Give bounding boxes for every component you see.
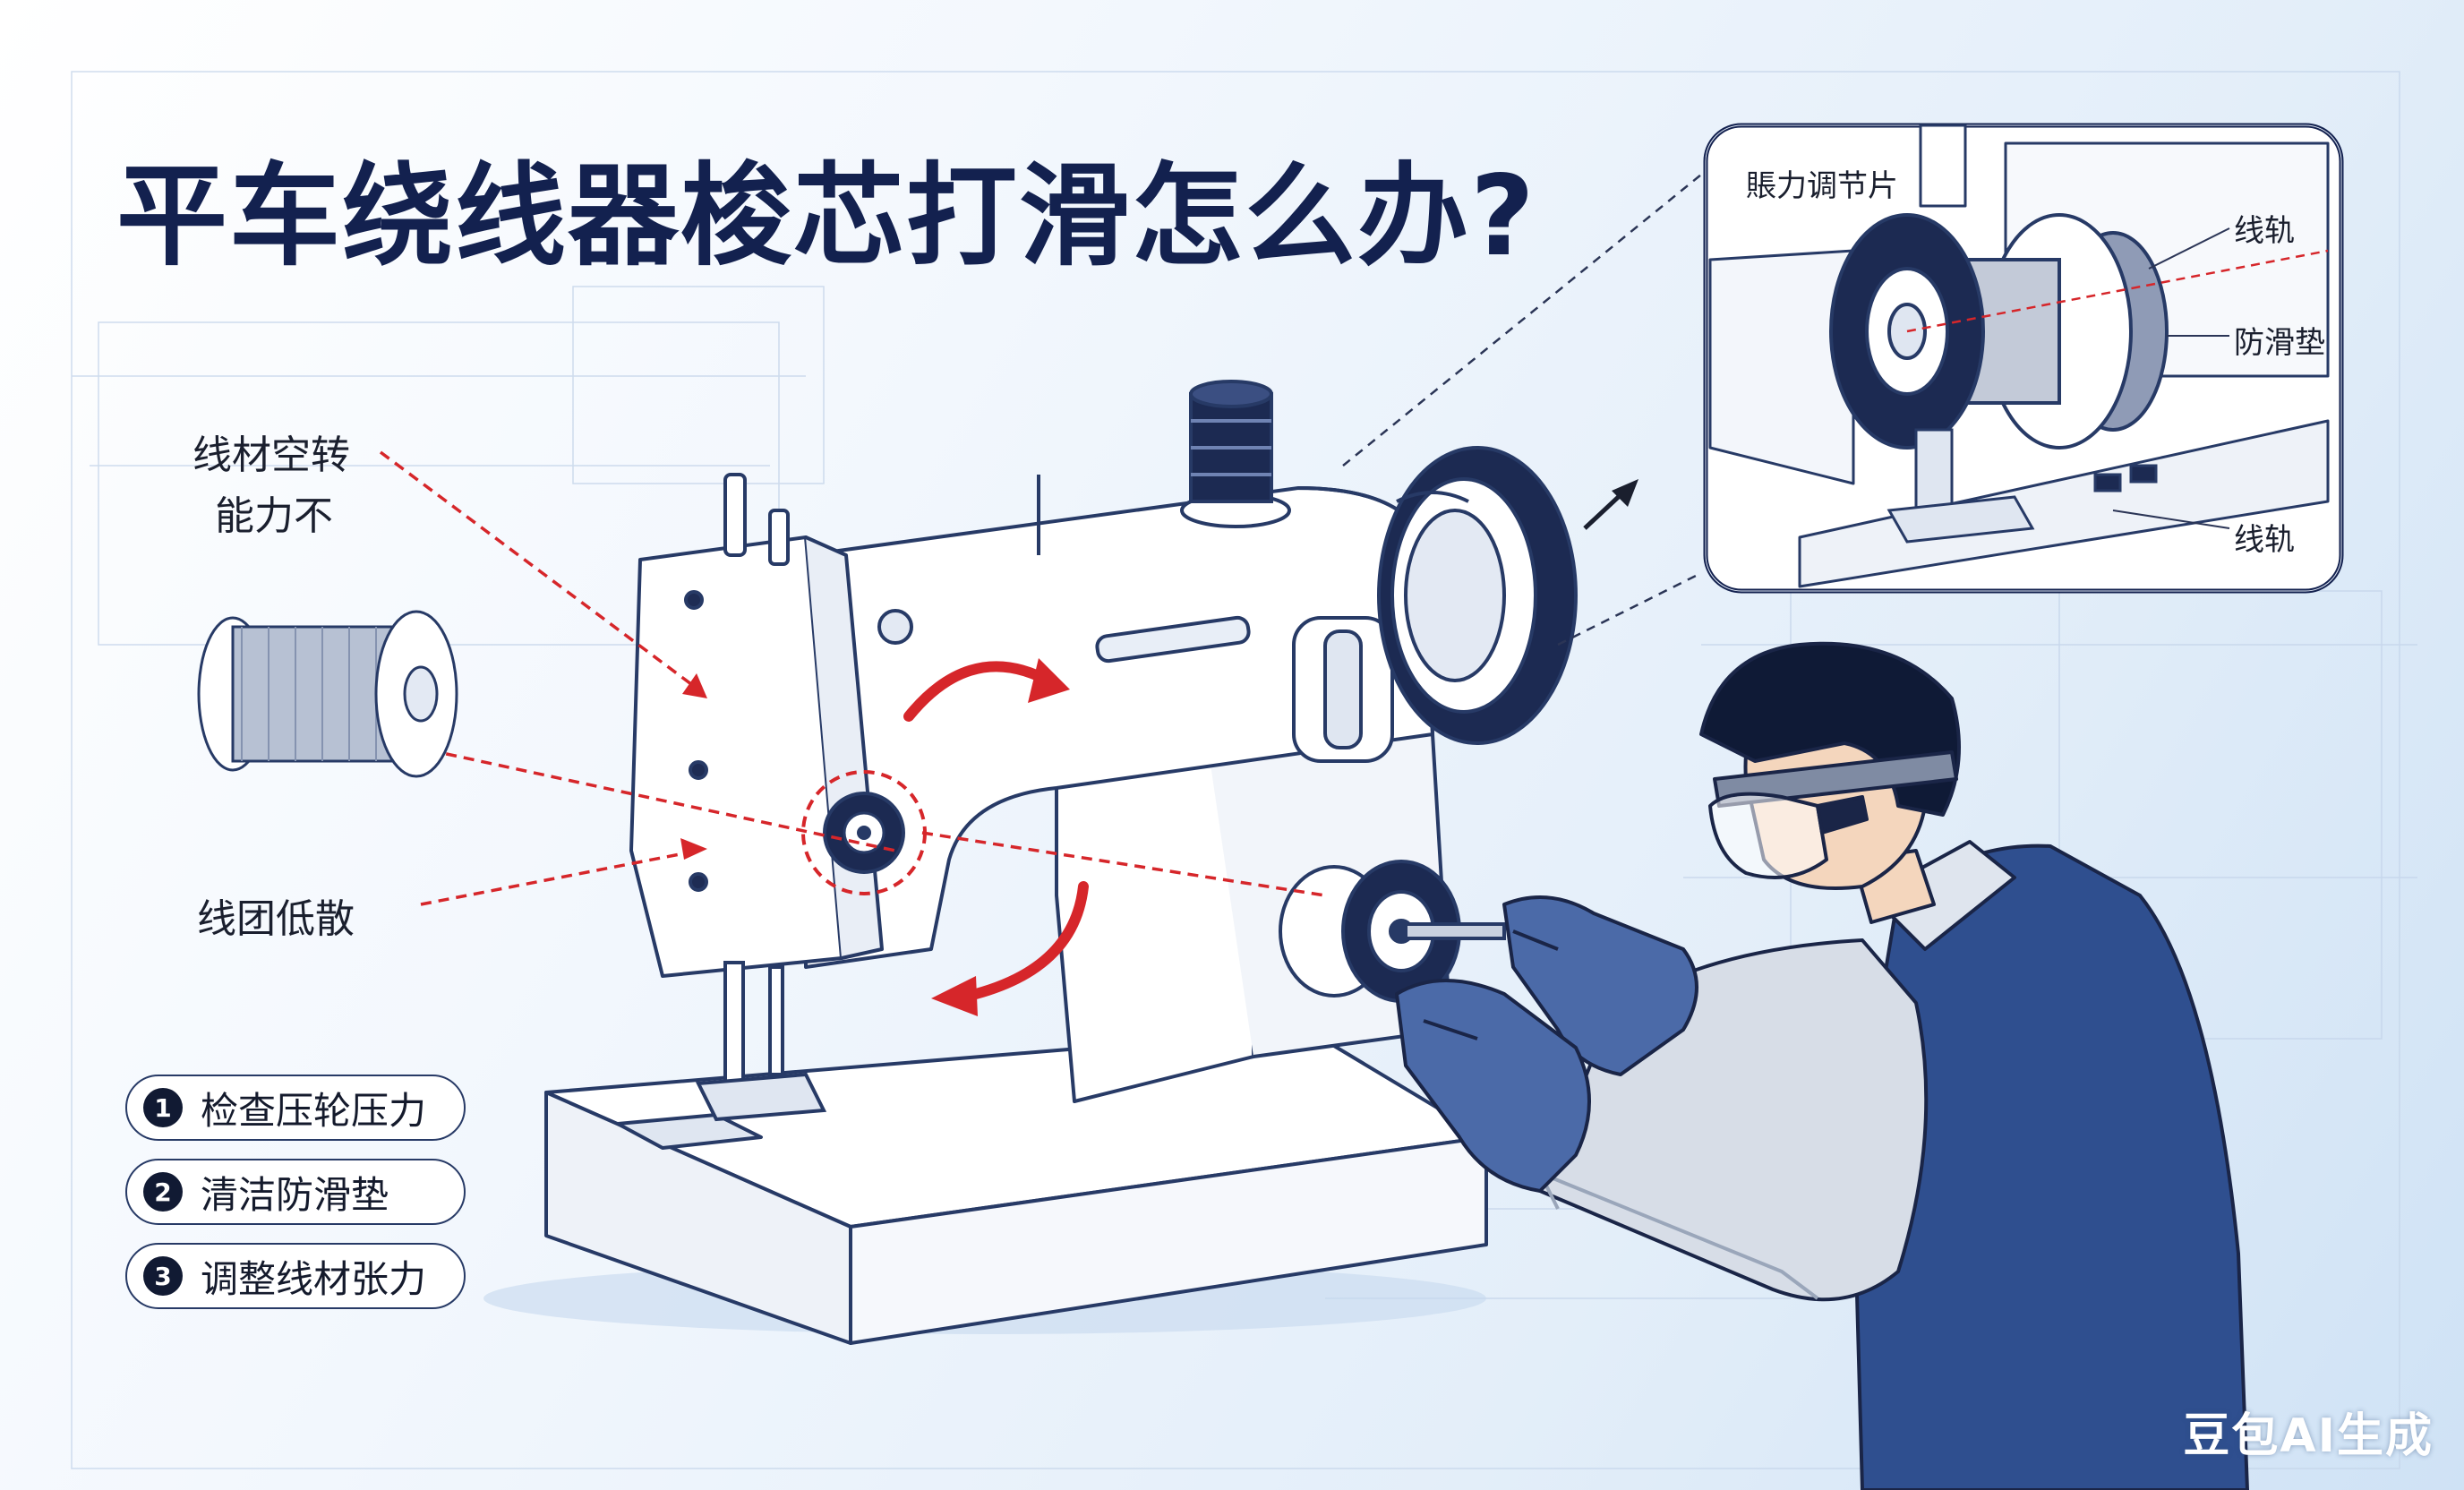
- step-label: 调整线材张力: [201, 1256, 427, 1301]
- step-number: 3: [143, 1256, 183, 1296]
- zoom-connectors: [1342, 174, 1702, 647]
- handwheel: [1377, 446, 1578, 745]
- callout-lines: [375, 450, 1326, 906]
- step-item: 2 清洁防滑垫: [125, 1159, 466, 1225]
- page-title: 平车绕线器梭芯打滑怎么办?: [116, 152, 1536, 281]
- winder-pulley: [1279, 860, 1506, 1003]
- spool-left: [197, 610, 458, 778]
- zoom-arrow: [1583, 479, 1638, 530]
- step-item: 1 检查压轮压力: [125, 1075, 466, 1141]
- worker: [1395, 641, 2249, 1490]
- step-label: 检查压轮压力: [201, 1088, 427, 1133]
- callout-idle-spin-line1: 线材空转: [192, 432, 350, 478]
- arrowheads: [931, 658, 1070, 1016]
- label-rail-bottom: 线轨: [2234, 522, 2295, 558]
- label-pressure-plate: 賬力调节片: [1746, 168, 1898, 204]
- thread-spool-icon: [1180, 380, 1291, 528]
- detail-inset: [1703, 123, 2344, 594]
- step-number: 1: [143, 1088, 183, 1127]
- machine-arm: [804, 486, 1434, 969]
- steps-list: 1 检查压轮压力 2 清洁防滑垫 3 调整线材张力: [125, 1075, 466, 1327]
- red-curved-arrow: [903, 661, 1089, 999]
- presser-foot: [695, 961, 827, 1122]
- step-label: 清洁防滑垫: [201, 1172, 389, 1217]
- callout-loose-thread: 线团低散: [197, 896, 355, 942]
- callout-idle-spin-line2: 能力不: [215, 493, 333, 539]
- label-spool-top: 线轨: [2234, 213, 2295, 249]
- step-number: 2: [143, 1172, 183, 1212]
- label-anti-slip-pad: 防滑垫: [2234, 325, 2325, 361]
- step-item: 3 调整线材张力: [125, 1243, 466, 1309]
- machine-head: [629, 473, 1040, 978]
- watermark: 豆包AI生成: [2183, 1409, 2434, 1463]
- callout-arrowheads: [680, 673, 707, 860]
